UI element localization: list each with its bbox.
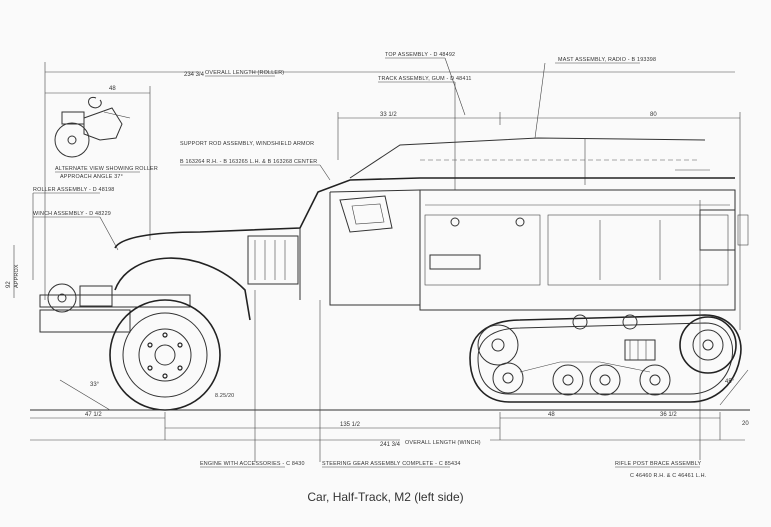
support-rod-label-2: B 163264 R.H. - B 163265 L.H. & B 163268…	[180, 159, 317, 165]
roller-assembly-callout: ROLLER ASSEMBLY - D 48198	[32, 187, 115, 280]
approx-label: APPROX	[14, 264, 20, 288]
dim-48-value: 48	[109, 86, 116, 92]
top-canopy	[349, 137, 710, 185]
dim-48b-value: 48	[548, 412, 555, 418]
roller-assembly-label: ROLLER ASSEMBLY - D 48198	[33, 187, 115, 193]
rifle-post-parts-label: C 46460 R.H. & C 46461 L.H.	[630, 473, 706, 479]
vehicle-body	[39, 177, 749, 333]
front-wheel: 8.25/20	[109, 299, 234, 411]
overall-winch-value: 241 3/4	[380, 442, 401, 448]
overall-roller-value: 234 3/4	[184, 72, 205, 78]
tire-size-label: 8.25/20	[215, 393, 234, 399]
rifle-post-label: RIFLE POST BRACE ASSEMBLY	[615, 461, 701, 467]
ground-line: 33° 45°	[30, 369, 750, 411]
track-assembly-callout: TRACK ASSEMBLY, GUM - D 48411	[378, 76, 472, 190]
rear-angle-value: 45°	[725, 379, 735, 385]
dim-47-value: 47 1/2	[85, 412, 102, 418]
overall-length-roller-label: OVERALL LENGTH (ROLLER)	[205, 70, 284, 76]
dim-80-value: 80	[650, 112, 657, 118]
ground-angle-value: 33°	[90, 382, 100, 388]
track-assembly-label: TRACK ASSEMBLY, GUM - D 48411	[378, 76, 472, 82]
bottom-dimensions: 47 1/2 135 1/2 48 36 1/2 20 241 3/4 OVER…	[30, 412, 749, 448]
track-assembly	[469, 314, 742, 403]
height-dimension: 92 APPROX	[6, 245, 20, 298]
overall-length-label: OVERALL LENGTH (WINCH)	[405, 440, 481, 446]
engine-callout: ENGINE WITH ACCESSORIES - C 8430	[200, 290, 305, 468]
engine-label: ENGINE WITH ACCESSORIES - C 8430	[200, 461, 305, 467]
winch-assembly-callout: WINCH ASSEMBLY - D 48229	[33, 211, 119, 251]
steering-gear-label: STEERING GEAR ASSEMBLY COMPLETE - C 8543…	[322, 461, 461, 467]
upper-dimensions: 33 1/2 80	[337, 112, 741, 330]
rifle-post-callout: RIFLE POST BRACE ASSEMBLY C 46460 R.H. &…	[615, 200, 706, 479]
front-overhang-dimension: 48	[45, 86, 151, 240]
support-rod-callout: SUPPORT ROD ASSEMBLY, WINDSHIELD ARMOR B…	[180, 141, 331, 181]
dim-135-value: 135 1/2	[340, 422, 361, 428]
winch-assembly-label: WINCH ASSEMBLY - D 48229	[33, 211, 111, 217]
approach-angle-label: APPROACH ANGLE 37°	[60, 174, 123, 180]
mast-assembly-callout: MAST ASSEMBLY, RADIO - B 193398	[534, 57, 656, 139]
mast-assembly-label: MAST ASSEMBLY, RADIO - B 193398	[558, 57, 656, 63]
alternate-view-label: ALTERNATE VIEW SHOWING ROLLER	[55, 166, 158, 172]
top-assembly-label: TOP ASSEMBLY - D 48492	[385, 52, 455, 58]
top-assembly-callout: TOP ASSEMBLY - D 48492	[385, 52, 466, 116]
support-rod-label-1: SUPPORT ROD ASSEMBLY, WINDSHIELD ARMOR	[180, 141, 314, 147]
steering-gear-callout: STEERING GEAR ASSEMBLY COMPLETE - C 8543…	[319, 300, 461, 468]
dim-33-value: 33 1/2	[380, 112, 397, 118]
alternate-view-roller-inset: ALTERNATE VIEW SHOWING ROLLER APPROACH A…	[54, 96, 158, 180]
overall-length-roller-dimension: 234 3/4 OVERALL LENGTH (ROLLER)	[44, 62, 735, 300]
dim-20-value: 20	[742, 421, 749, 427]
dim-36-value: 36 1/2	[660, 412, 677, 418]
figure-caption: Car, Half-Track, M2 (left side)	[307, 490, 464, 504]
height-value: 92	[6, 281, 12, 288]
